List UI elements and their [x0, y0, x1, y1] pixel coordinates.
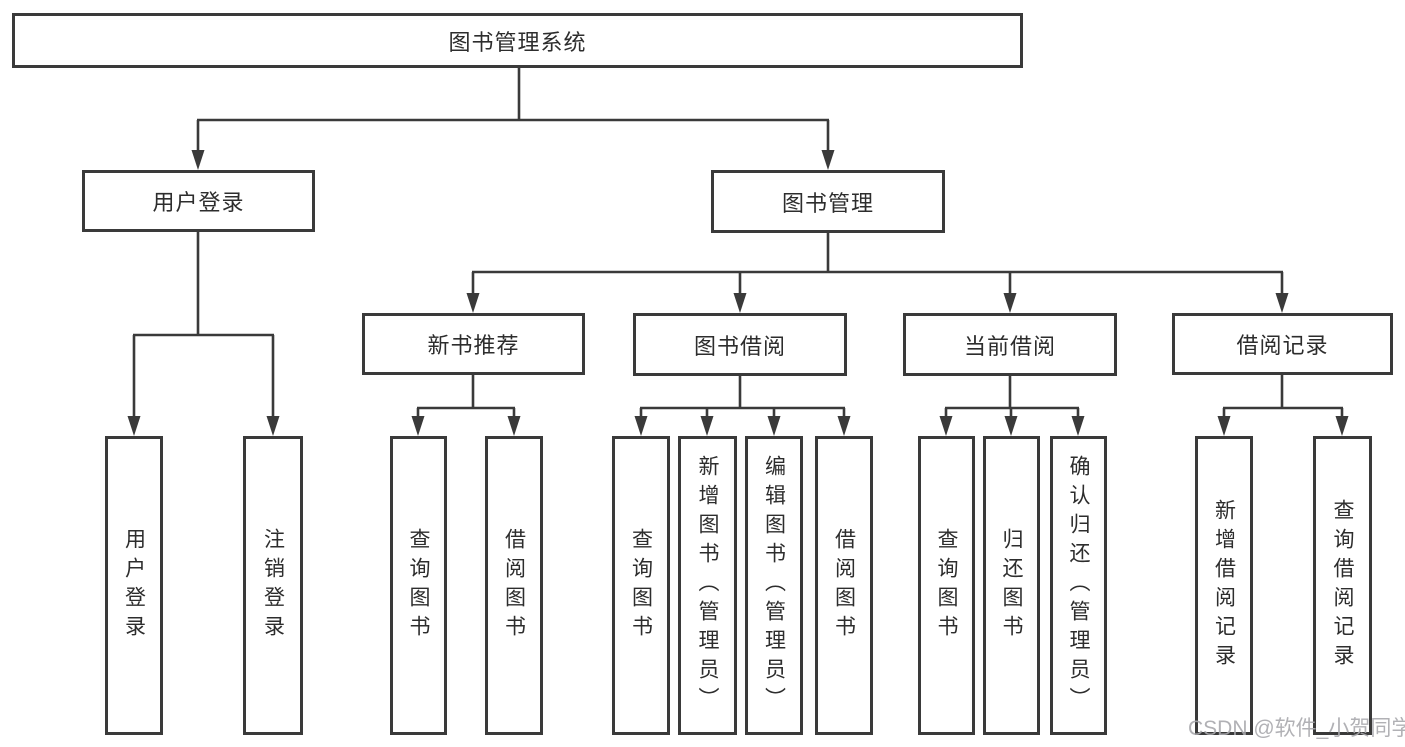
leaf-borrow-books: 借阅图书: [485, 436, 543, 735]
arrow-down-icon: [266, 416, 280, 436]
csdn-watermark: CSDN @软件_小贺同学: [1188, 717, 1405, 740]
node-current-borrow: 当前借阅: [903, 313, 1117, 376]
arrow-down-icon: [634, 416, 648, 436]
arrow-down-icon: [700, 416, 714, 436]
arrow-down-icon: [1217, 416, 1231, 436]
leaf-add-books-admin: 新增图书（管理员）: [678, 436, 737, 735]
leaf-query-books: 查询图书: [390, 436, 447, 735]
arrow-down-icon: [1071, 416, 1085, 436]
node-label: 用户登录: [152, 190, 245, 215]
connector-current-borrow-to-leaves: [939, 376, 1085, 436]
leaf-borrow-books-2: 借阅图书: [815, 436, 873, 735]
node-new-book-recommend: 新书推荐: [362, 313, 585, 375]
leaf-query-books-2: 查询图书: [612, 436, 670, 735]
arrow-down-icon: [939, 416, 953, 436]
arrow-down-icon: [733, 293, 747, 313]
arrow-down-icon: [837, 416, 851, 436]
node-book-borrow: 图书借阅: [633, 313, 847, 376]
connector-root-to-level2: [191, 68, 835, 170]
arrow-down-icon: [1275, 293, 1289, 313]
arrow-down-icon: [1335, 416, 1349, 436]
node-root-system: 图书管理系统: [12, 13, 1023, 68]
leaf-query-books-3: 查询图书: [918, 436, 975, 735]
leaf-logout: 注销登录: [243, 436, 303, 735]
arrow-down-icon: [191, 150, 205, 170]
node-borrow-records: 借阅记录: [1172, 313, 1393, 375]
arrow-down-icon: [127, 416, 141, 436]
leaf-query-borrow-record: 查询借阅记录: [1313, 436, 1372, 735]
node-book-management: 图书管理: [711, 170, 945, 233]
connector-records-to-leaves: [1217, 375, 1349, 436]
node-user-login: 用户登录: [82, 170, 315, 232]
leaf-confirm-return-admin: 确认归还（管理员）: [1050, 436, 1107, 735]
arrow-down-icon: [1004, 416, 1018, 436]
arrow-down-icon: [1003, 293, 1017, 313]
arrow-down-icon: [507, 416, 521, 436]
connector-book-borrow-to-leaves: [634, 376, 851, 436]
node-label: 图书管理: [781, 190, 874, 216]
node-label: 图书借阅: [693, 333, 786, 359]
leaf-user-login: 用户登录: [105, 436, 163, 735]
arrow-down-icon: [767, 416, 781, 436]
node-label: 新书推荐: [427, 333, 520, 358]
node-label: 当前借阅: [963, 333, 1056, 359]
connector-book-mgmt-to-level3: [466, 233, 1289, 313]
arrow-down-icon: [466, 293, 480, 313]
node-label: 图书管理系统: [448, 29, 587, 55]
node-label: 借阅记录: [1236, 333, 1329, 358]
connector-new-book-to-leaves: [411, 375, 521, 436]
arrow-down-icon: [411, 416, 425, 436]
leaf-edit-books-admin: 编辑图书（管理员）: [745, 436, 803, 735]
leaf-return-books: 归还图书: [983, 436, 1040, 735]
connector-user-login-to-leaves: [127, 232, 280, 436]
leaf-add-borrow-record: 新增借阅记录: [1195, 436, 1253, 735]
arrow-down-icon: [821, 150, 835, 170]
